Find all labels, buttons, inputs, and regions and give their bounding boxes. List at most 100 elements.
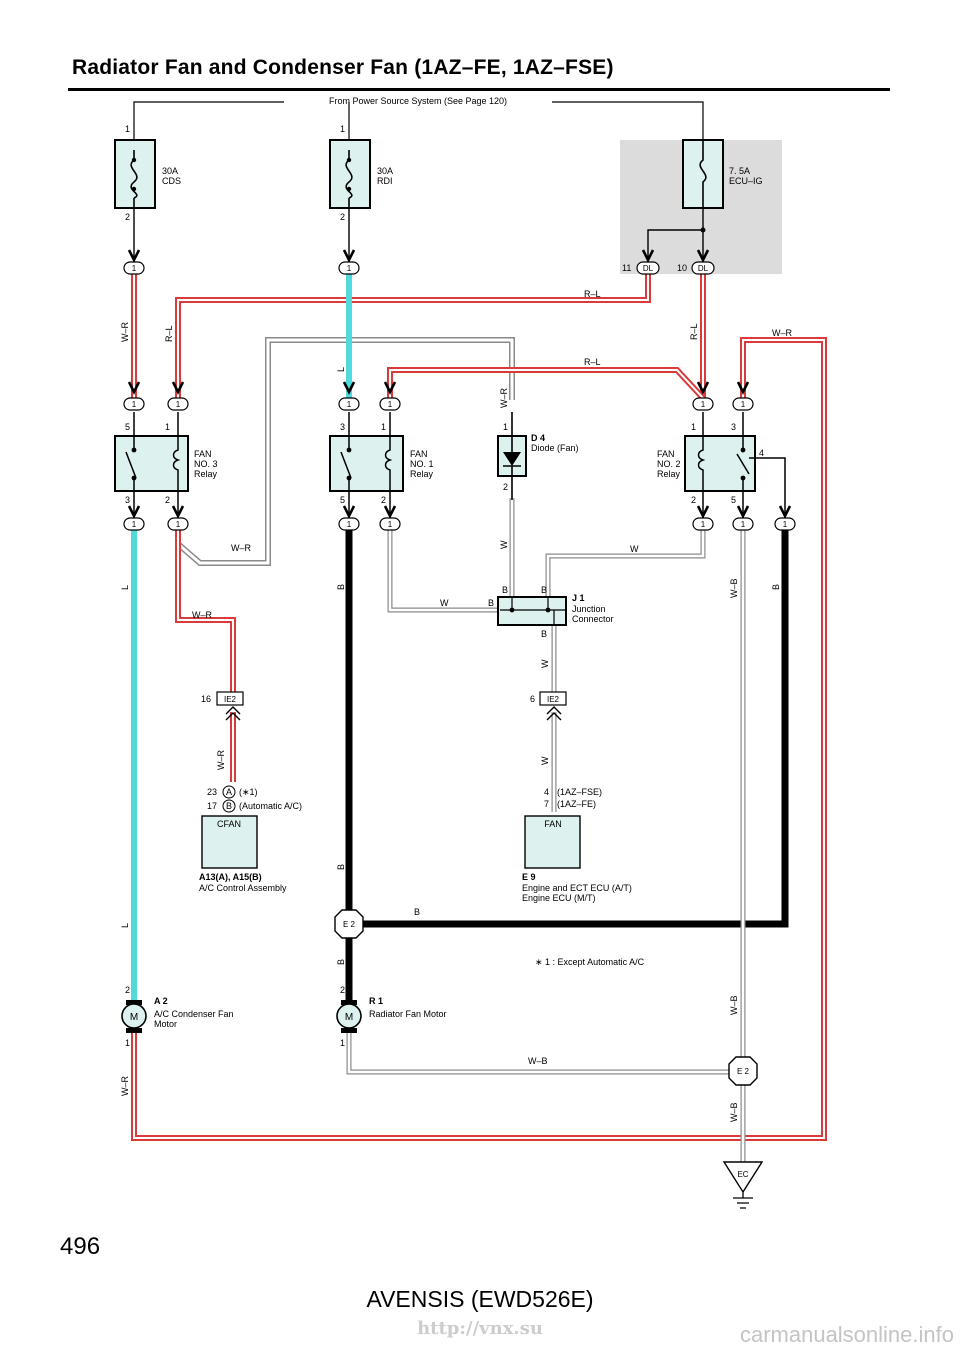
wire-label-r-l: R–L [164, 325, 174, 342]
wire-label-w: W [630, 544, 639, 554]
page-number: 496 [60, 1233, 101, 1260]
wire-label-w: W [440, 598, 449, 608]
relay3-pin-1: 1 [165, 422, 170, 432]
conn-1-label: 1 [783, 520, 788, 529]
motor-a2-name: A/C Condenser Fan Motor [154, 1009, 236, 1029]
wire-label-w: W [540, 659, 550, 668]
conn-1-label: 1 [741, 520, 746, 529]
fuse-rdi-name: RDI [377, 176, 393, 186]
wire-label-w-r: W–R [120, 322, 130, 343]
conn-ie2-label: IE2 [547, 695, 560, 704]
fuse-rdi-pin-bottom: 2 [340, 212, 345, 222]
ac-pin-a: 23 [207, 787, 217, 797]
relay1-pin-2: 2 [381, 495, 386, 505]
wire-label-w-r: W–R [499, 388, 509, 409]
diode-pin-bottom: 2 [503, 482, 508, 492]
relay1-pin-1: 1 [381, 422, 386, 432]
engine-ecu-e9 [524, 815, 581, 869]
conn-1-label: 1 [701, 400, 706, 409]
ie2-pin-6: 6 [530, 694, 535, 704]
ecu-name: Engine and ECT ECU (A/T) Engine ECU (M/T… [522, 883, 634, 903]
splice-e2-bottom [728, 1056, 758, 1086]
conn-1-label: 1 [347, 400, 352, 409]
motor-a2-code: A 2 [154, 996, 168, 1006]
connector-ie2-left [216, 691, 244, 721]
fuse-rdi [329, 139, 371, 209]
relay3-pin-2: 2 [165, 495, 170, 505]
relay2-pin-1: 1 [691, 422, 696, 432]
splice-e2-label: E 2 [737, 1067, 750, 1076]
ac-sub-b: B [226, 801, 232, 811]
wire-label-l: L [120, 923, 130, 928]
junction-name: Junction Connector [572, 604, 614, 624]
ie2-pin-16: 16 [201, 694, 211, 704]
ecu-pin-fse: 4 [544, 787, 549, 797]
conn-1-label: 1 [388, 520, 393, 529]
title-rule [68, 88, 890, 91]
dl-pin-10: 10 [677, 263, 687, 273]
wire-label-w-r: W–R [120, 1076, 130, 1097]
ac-terminal: CFAN [217, 819, 241, 829]
motor-r1-name: Radiator Fan Motor [369, 1009, 447, 1019]
wire-label-r-l: R–L [584, 289, 601, 299]
conn-dl-label: DL [643, 264, 654, 273]
motor-r1 [336, 1000, 362, 1033]
wire-w-b [346, 530, 746, 1162]
wire-label-w-r: W–R [192, 610, 213, 620]
power-source-label: From Power Source System (See Page 120) [329, 96, 507, 106]
relay-fan-no3 [114, 412, 189, 520]
wire-label-l: L [120, 585, 130, 590]
motor-a2-symbol: M [130, 1012, 138, 1023]
wire-label-w-r: W–R [231, 543, 252, 553]
ac-sub-a: A [226, 787, 232, 797]
wire-label-w-b: W–B [729, 1102, 739, 1122]
motor-r1-pin-bottom: 1 [340, 1038, 345, 1048]
fuse-cds-name: CDS [162, 176, 181, 186]
conn-dl-label: DL [698, 264, 709, 273]
fuse-cds-pin-bottom: 2 [125, 212, 130, 222]
junction-dot [700, 227, 706, 233]
relay1-pin-3: 3 [340, 422, 345, 432]
wire-label-b: B [336, 584, 346, 590]
conn-1-label: 1 [388, 400, 393, 409]
ac-control-assembly [201, 785, 258, 869]
fuse-ecuig-rating: 7. 5A [729, 166, 750, 176]
diode-d4 [497, 412, 527, 500]
wire-label-b: B [488, 598, 494, 608]
wire-label-b: B [336, 864, 346, 870]
watermark-url: http://vnx.su [417, 1318, 543, 1339]
relay1-pin-5: 5 [340, 495, 345, 505]
wire-w-r-outer [131, 274, 827, 1141]
motor-a2-pin-top: 2 [125, 985, 130, 995]
motor-a2-pin-bottom: 1 [125, 1038, 130, 1048]
ecu-pin-fe: 7 [544, 799, 549, 809]
conn-1-label: 1 [132, 520, 137, 529]
conn-1-label: 1 [176, 400, 181, 409]
ac-code: A13(A), A15(B) [199, 872, 262, 882]
diode-name: Diode (Fan) [531, 443, 579, 453]
fuse-rdi-pin-top: 1 [340, 124, 345, 134]
wire-label-b: B [502, 585, 508, 595]
relay-fan-no1 [329, 412, 404, 520]
ecu-note-fse: (1AZ–FSE) [557, 787, 602, 797]
fuse-rdi-rating: 30A [377, 166, 393, 176]
diode-code: D 4 [531, 433, 545, 443]
model-code: AVENSIS (EWD526E) [366, 1286, 594, 1312]
motor-a2 [121, 1000, 147, 1033]
relay2-pin-2: 2 [691, 495, 696, 505]
ground-ec-label: EC [737, 1170, 748, 1179]
wire-label-w: W [540, 756, 550, 765]
ecu-note-fe: (1AZ–FE) [557, 799, 596, 809]
junction-connector-j1 [497, 596, 567, 626]
motor-r1-symbol: M [345, 1012, 353, 1023]
wire-label-b: B [336, 959, 346, 965]
fuse-ecuig-name: ECU–IG [729, 176, 763, 186]
wire-label-w: W [499, 540, 509, 549]
watermark-site: carmanualsonline.info [739, 1322, 954, 1347]
ac-pin-b: 17 [207, 801, 217, 811]
fuse-cds-pin-top: 1 [125, 124, 130, 134]
page-title: Radiator Fan and Condenser Fan (1AZ–FE, … [72, 56, 614, 79]
ecu-terminal: FAN [544, 819, 562, 829]
ac-note-b: (Automatic A/C) [239, 801, 302, 811]
